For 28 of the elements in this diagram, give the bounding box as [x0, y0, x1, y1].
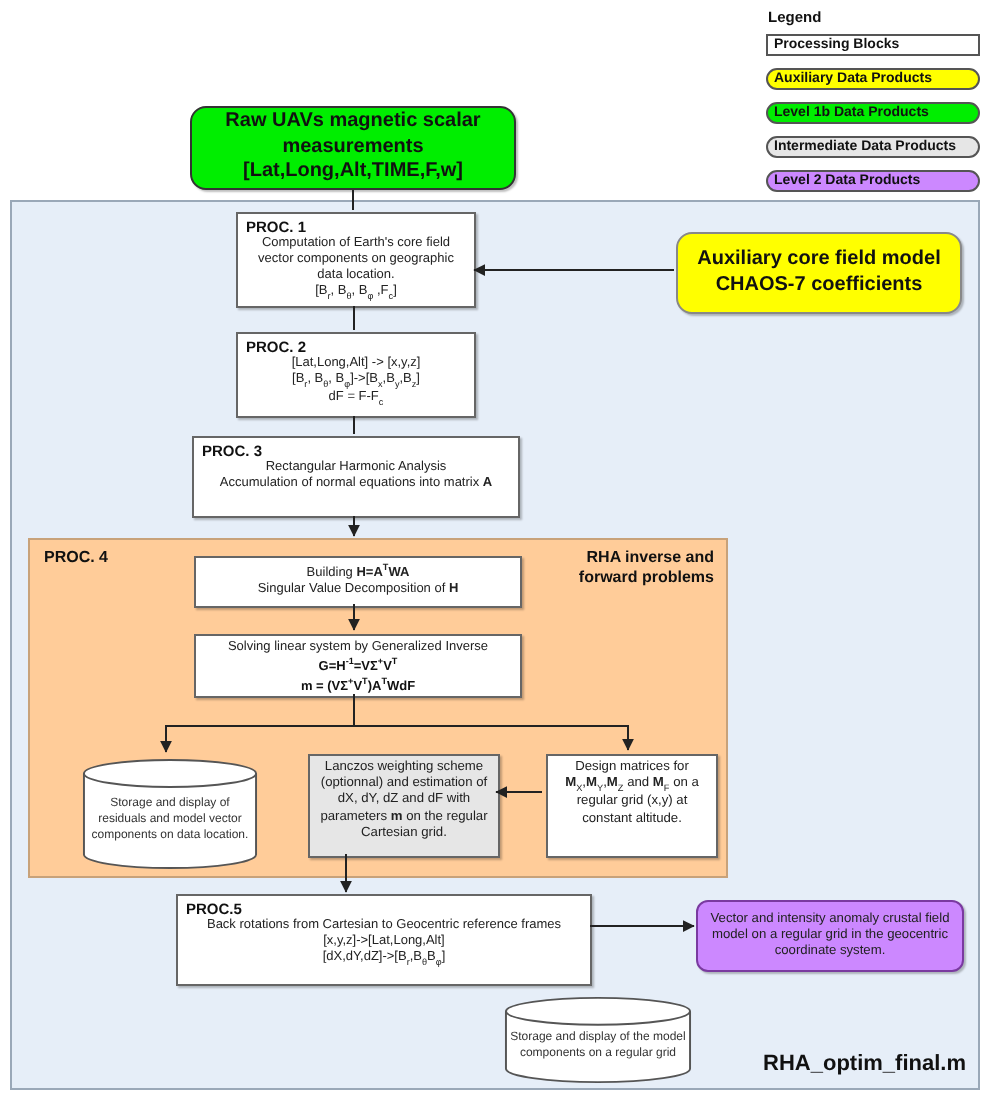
data-product-box [696, 900, 964, 972]
process-box [194, 556, 522, 608]
process-box [176, 894, 592, 986]
node-text: Raw UAVs magnetic scalar measurements [Lat,Long,Alt,TIME,F,w] [223, 110, 483, 186]
arrow [348, 603, 360, 631]
group-title: RHA inverse and forward problems [576, 548, 714, 588]
script-name: RHA_optim_final.m [763, 1052, 966, 1076]
data-product-box [190, 106, 516, 190]
data-product-box [676, 232, 962, 314]
connector-line [353, 415, 355, 435]
node-text: Auxiliary core field model CHAOS-7 coefficients [695, 248, 943, 298]
connector-line [353, 305, 355, 331]
arrow [348, 515, 360, 537]
process-box [546, 754, 718, 858]
arrow [340, 853, 352, 893]
arrow [589, 920, 695, 932]
process-title: PROC. 4 [44, 548, 109, 566]
connector-line [352, 189, 354, 211]
arrow [473, 264, 675, 276]
script-panel [10, 200, 980, 1090]
process-box [236, 212, 476, 308]
process-box [236, 332, 476, 418]
arrow [353, 693, 634, 751]
process-box [192, 436, 520, 518]
arrow [495, 786, 543, 798]
intermediate-box [308, 754, 500, 858]
process-box [194, 634, 522, 698]
process-group [28, 538, 728, 878]
